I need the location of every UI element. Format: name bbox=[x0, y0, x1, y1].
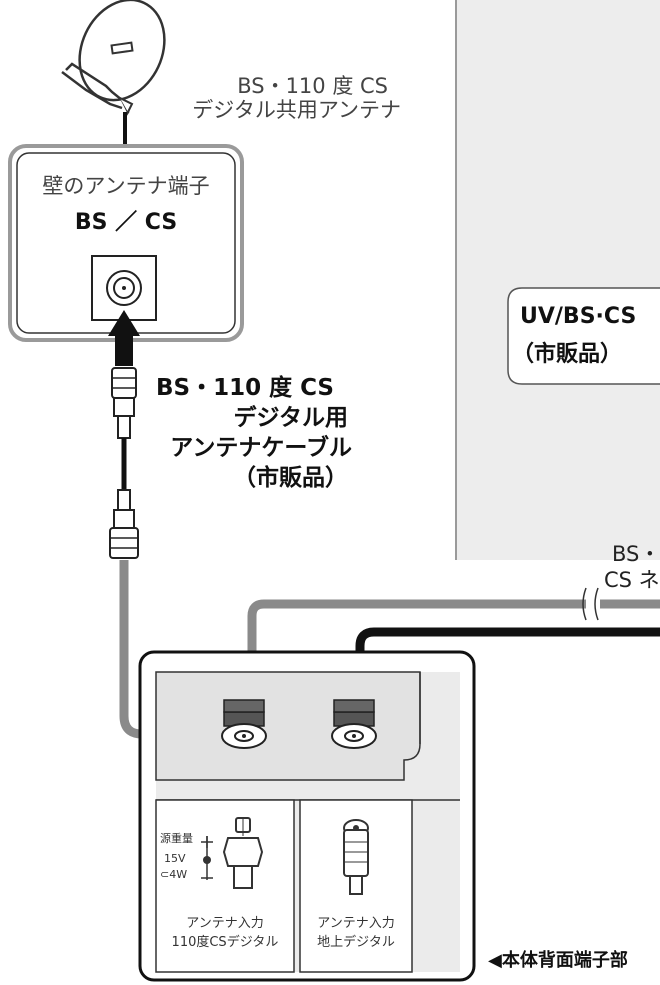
terrestrial-terminal-label-line1: アンテナ入力 bbox=[317, 916, 395, 931]
terrestrial-terminal-label-line2: 地上デジタル bbox=[317, 935, 395, 950]
wall-outlet-title: 壁のアンテナ端子 bbox=[42, 174, 210, 198]
terrestrial-input-connector-icon bbox=[331, 699, 377, 749]
bs-cable-label-line2: デジタル用 bbox=[233, 405, 348, 431]
power-polarity-icon bbox=[201, 836, 213, 880]
power-label-3: ⊂4W bbox=[160, 868, 188, 881]
bs-cable-label-line4: （市販品） bbox=[233, 465, 348, 491]
power-label-1: 源重量 bbox=[160, 832, 193, 845]
satellite-dish-icon bbox=[61, 0, 166, 146]
background-divider-area bbox=[456, 0, 660, 560]
right-cable-label-line2: CS ネ bbox=[604, 568, 660, 592]
cable-connector-upper bbox=[111, 367, 137, 439]
wall-outlet-type: BS ／ CS bbox=[74, 210, 178, 235]
power-label-2: 15V bbox=[164, 852, 186, 865]
back-panel-caption: ◀本体背面端子部 bbox=[488, 950, 628, 971]
bs-cable-label-line3: アンテナケーブル bbox=[170, 435, 352, 461]
bs-cable-label-line1: BS・110 度 CS bbox=[156, 375, 334, 401]
antenna-name-line1: BS・110 度 CS bbox=[237, 74, 388, 98]
arrow-up-icon bbox=[108, 310, 140, 366]
cs-terminal-label-line1: アンテナ入力 bbox=[186, 916, 264, 931]
uv-cable-label-line2: （市販品） bbox=[512, 342, 623, 367]
cs-input-connector-icon bbox=[221, 699, 267, 749]
cable-connector-lower bbox=[109, 489, 139, 559]
antenna-name-line2: デジタル共用アンテナ bbox=[192, 98, 401, 122]
cs-terminal-label-line2: 110度CSデジタル bbox=[171, 935, 279, 950]
right-cable-label-line1: BS・ bbox=[612, 542, 660, 566]
uv-cable-label-box bbox=[507, 287, 660, 385]
wall-connector-icon bbox=[91, 255, 157, 321]
divider-line bbox=[455, 0, 457, 560]
uv-cable-label-line1: UV/BS·CS bbox=[520, 304, 637, 329]
cs-plug-icon bbox=[222, 817, 264, 889]
terrestrial-plug-icon bbox=[343, 819, 369, 895]
